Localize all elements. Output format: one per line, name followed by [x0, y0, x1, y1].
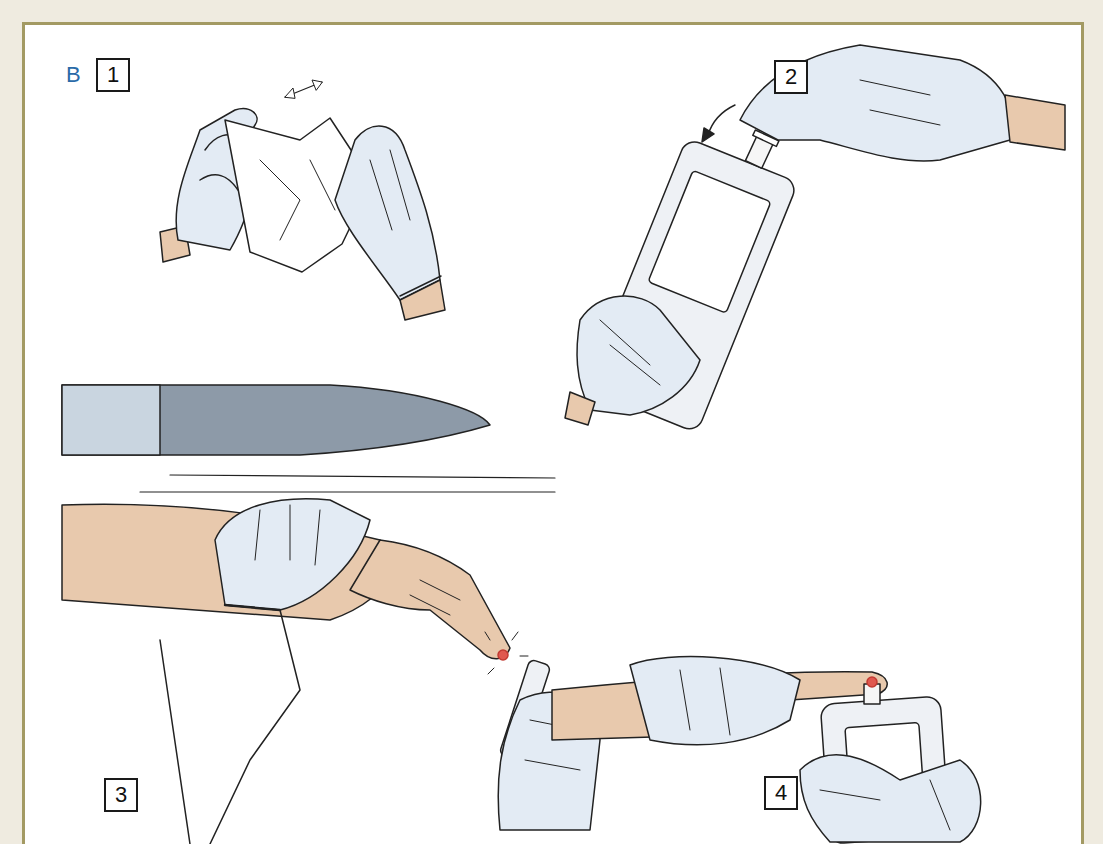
- panel-4-measuring: [552, 657, 981, 844]
- panel-letter: B: [66, 64, 81, 86]
- callout-number: 1: [107, 64, 119, 86]
- callout-box: 3: [104, 778, 138, 812]
- callout-number: 3: [115, 784, 127, 806]
- callout-number: 4: [775, 782, 787, 804]
- panel-3-lancing: [62, 385, 600, 844]
- callout-box: 2: [774, 60, 808, 94]
- callout-box: 1: [96, 58, 130, 92]
- callout-box: 4: [764, 776, 798, 810]
- panel-2-meter: [565, 45, 1065, 433]
- callout-number: 2: [785, 66, 797, 88]
- panel-1-hands: [160, 80, 445, 320]
